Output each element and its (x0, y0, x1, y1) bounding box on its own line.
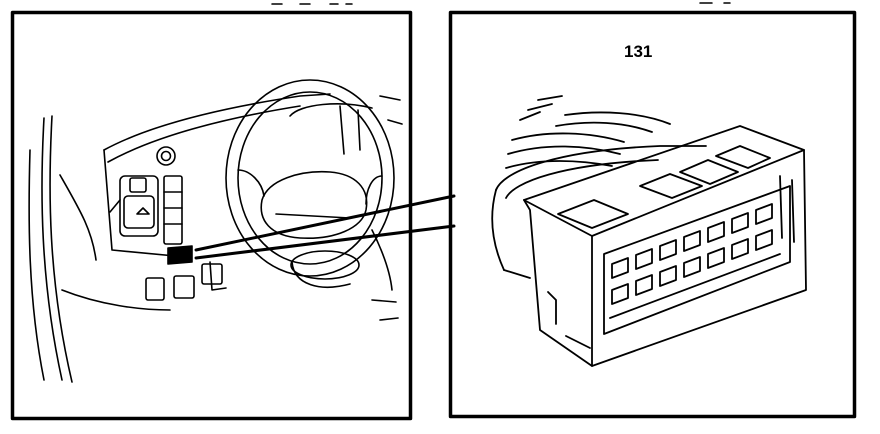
dashboard-panel-frame (10, 10, 413, 421)
connector-131-illustration (491, 95, 807, 367)
top-edge-fragments (271, 2, 731, 5)
dashboard-illustration (28, 79, 403, 383)
connector-number-label: 131 (624, 42, 652, 61)
callout-leader (194, 194, 456, 260)
connector-panel-frame (448, 10, 857, 419)
